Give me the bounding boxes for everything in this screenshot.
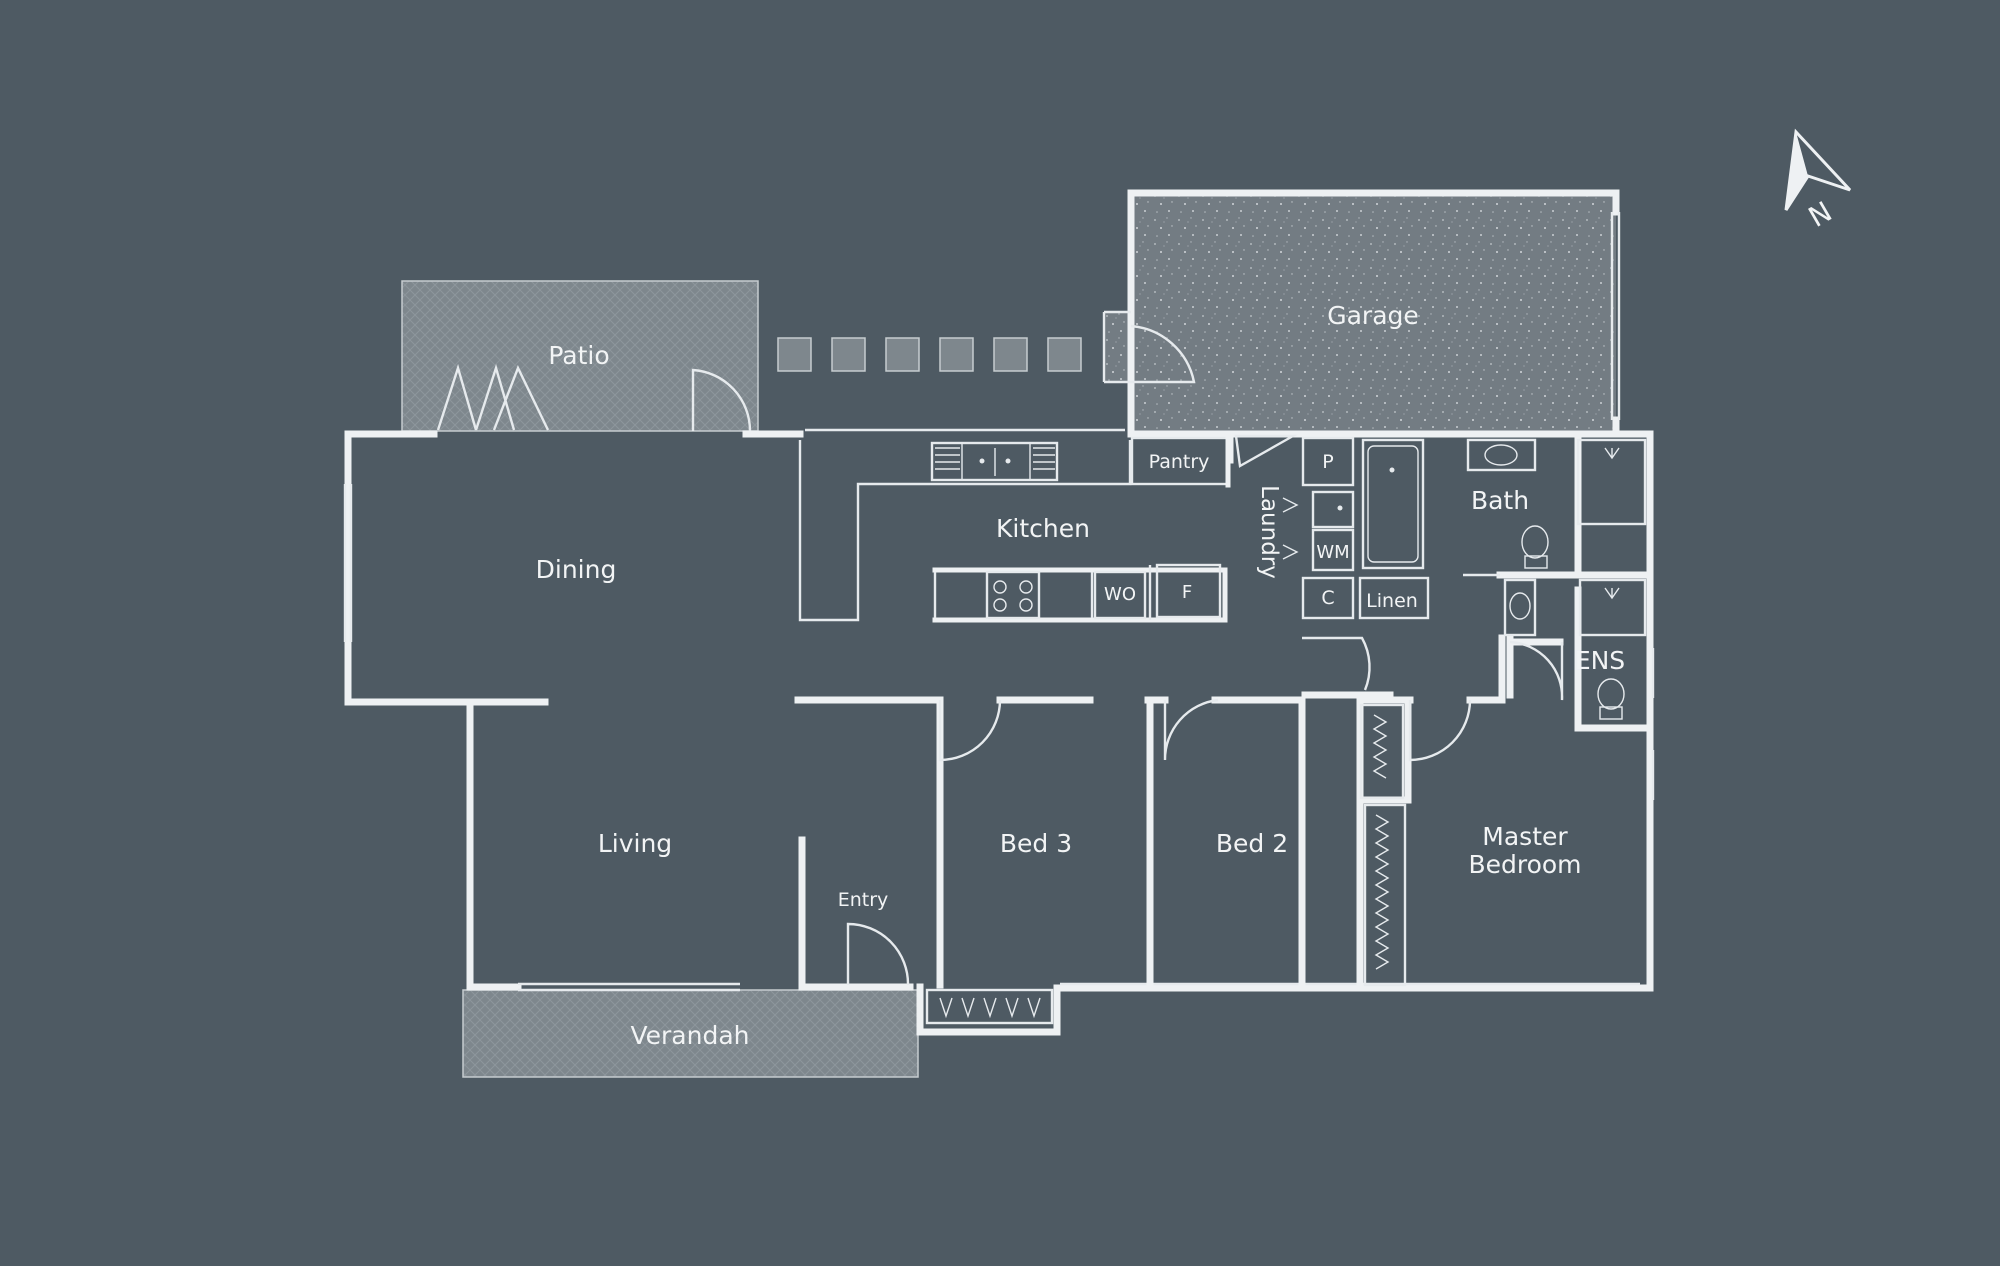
label-c: C [1321,587,1334,609]
label-patio: Patio [548,341,609,370]
label-f: F [1182,582,1192,603]
label-garage: Garage [1327,301,1419,330]
label-ens: ENS [1575,646,1625,675]
label-pantry: Pantry [1149,451,1210,473]
pantry-cupboard [1130,435,1231,488]
label-bed2: Bed 2 [1216,829,1288,858]
label-master-bedroom-line2: Bedroom [1468,850,1581,879]
north-arrow-icon [1784,128,1852,211]
verandah-area [462,989,919,1078]
label-wm: WM [1316,542,1349,563]
laundry-fixtures [1234,434,1430,620]
patio-area [401,280,759,432]
label-master-bedroom-line1: Master [1482,822,1568,851]
label-laundry: Laundry [1256,485,1282,579]
label-living: Living [598,829,672,858]
bath-fixtures [1361,438,1647,577]
label-entry: Entry [838,889,889,911]
garage-area [1102,189,1621,437]
label-verandah: Verandah [630,1021,749,1050]
doors [436,363,1564,989]
label-bath: Bath [1471,486,1529,515]
label-p: P [1322,451,1333,473]
label-dining: Dining [536,555,617,584]
wardrobes [925,703,1407,1025]
label-bed3: Bed 3 [1000,829,1072,858]
kitchen-fixtures [798,440,1228,623]
label-wo: WO [1104,584,1136,605]
label-linen: Linen [1366,590,1418,612]
label-kitchen: Kitchen [996,514,1090,543]
ensuite-fixtures [1503,578,1647,720]
north-label: N [1803,195,1838,234]
windows [343,428,1655,992]
stepping-stones [777,337,1082,372]
